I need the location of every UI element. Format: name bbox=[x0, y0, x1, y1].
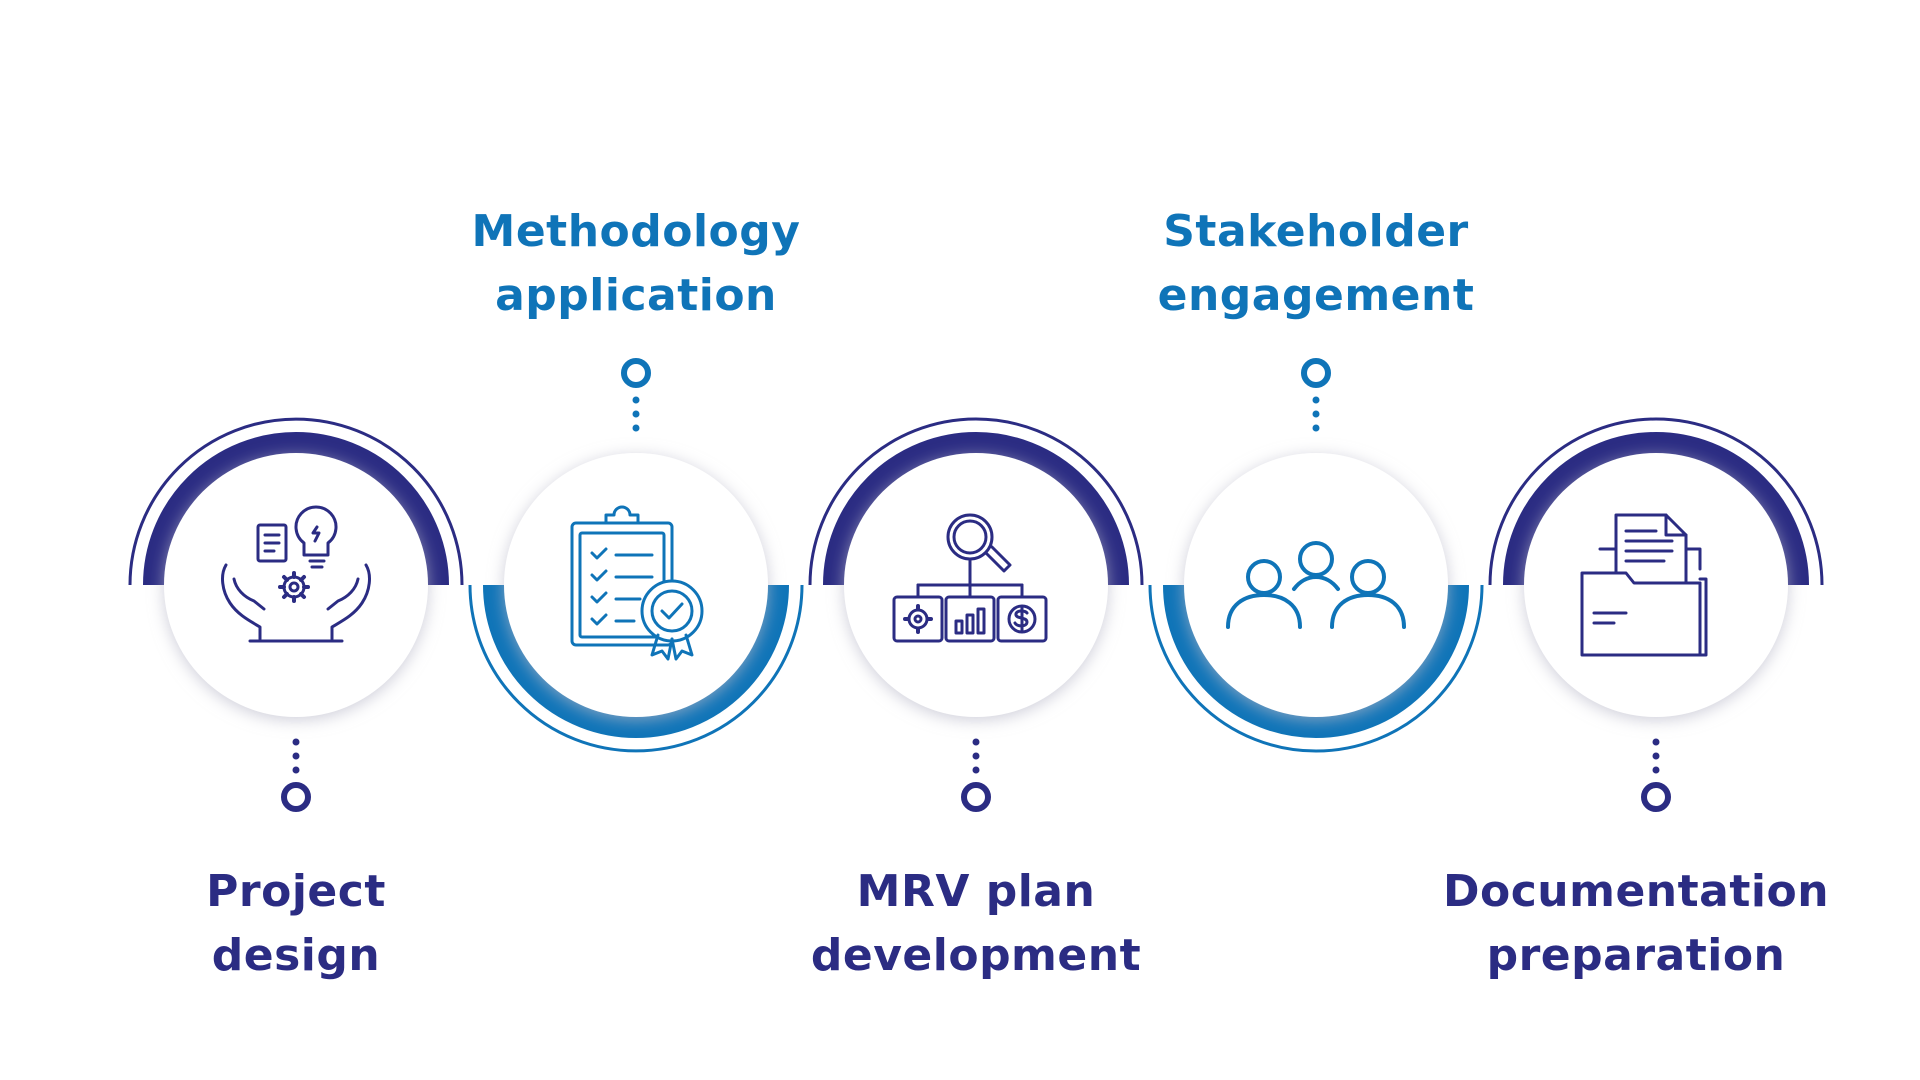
step-1-connector bbox=[281, 738, 311, 812]
step-2-title-line1: Methodology bbox=[471, 206, 801, 257]
step-2-title: Methodology application bbox=[406, 200, 866, 328]
step-2-title-line2: application bbox=[495, 270, 777, 321]
step-2-arc-outer bbox=[468, 584, 804, 753]
clipboard-checklist-badge-icon bbox=[570, 505, 704, 661]
step-1-title-line1: Project bbox=[206, 866, 386, 917]
dotted-connectors bbox=[281, 358, 1671, 812]
step-5-title-line1: Documentation bbox=[1442, 866, 1830, 917]
step-4-title: Stakeholder engagement bbox=[1086, 200, 1546, 328]
step-5-title: Documentation preparation bbox=[1406, 860, 1866, 988]
step-5-connector bbox=[1641, 738, 1671, 812]
people-group-icon bbox=[1226, 541, 1406, 629]
step-4-circle bbox=[1184, 453, 1448, 717]
step-1-arc-thick bbox=[143, 432, 449, 586]
step-3-title-line2: development bbox=[810, 930, 1142, 981]
step-3-arc-outer bbox=[808, 417, 1144, 586]
step-4-arc-outer bbox=[1148, 584, 1484, 753]
step-2-connector bbox=[621, 358, 651, 432]
step-1-title-line2: design bbox=[211, 930, 381, 981]
step-4-arc-thick bbox=[1163, 584, 1469, 738]
connector-arcs bbox=[128, 417, 1824, 753]
step-2-circle bbox=[504, 453, 768, 717]
step-2-arc-thick bbox=[483, 584, 789, 738]
hands-lightbulb-gear-icon bbox=[221, 505, 371, 643]
step-5-arc-outer bbox=[1488, 417, 1824, 586]
magnifier-hierarchy-icon bbox=[892, 513, 1048, 643]
step-1-arc-outer bbox=[128, 417, 464, 586]
step-3-title-line1: MRV plan bbox=[856, 866, 1096, 917]
step-3-connector bbox=[961, 738, 991, 812]
step-4-title-line2: engagement bbox=[1157, 270, 1475, 321]
step-4-title-line1: Stakeholder bbox=[1163, 206, 1469, 257]
step-4-connector bbox=[1301, 358, 1331, 432]
step-3-title: MRV plan development bbox=[746, 860, 1206, 988]
step-1-title: Project design bbox=[66, 860, 526, 988]
folder-documents-icon bbox=[1580, 513, 1708, 657]
step-5-title-line2: preparation bbox=[1486, 930, 1786, 981]
step-3-arc-thick bbox=[823, 432, 1129, 586]
step-5-arc-thick bbox=[1503, 432, 1809, 586]
